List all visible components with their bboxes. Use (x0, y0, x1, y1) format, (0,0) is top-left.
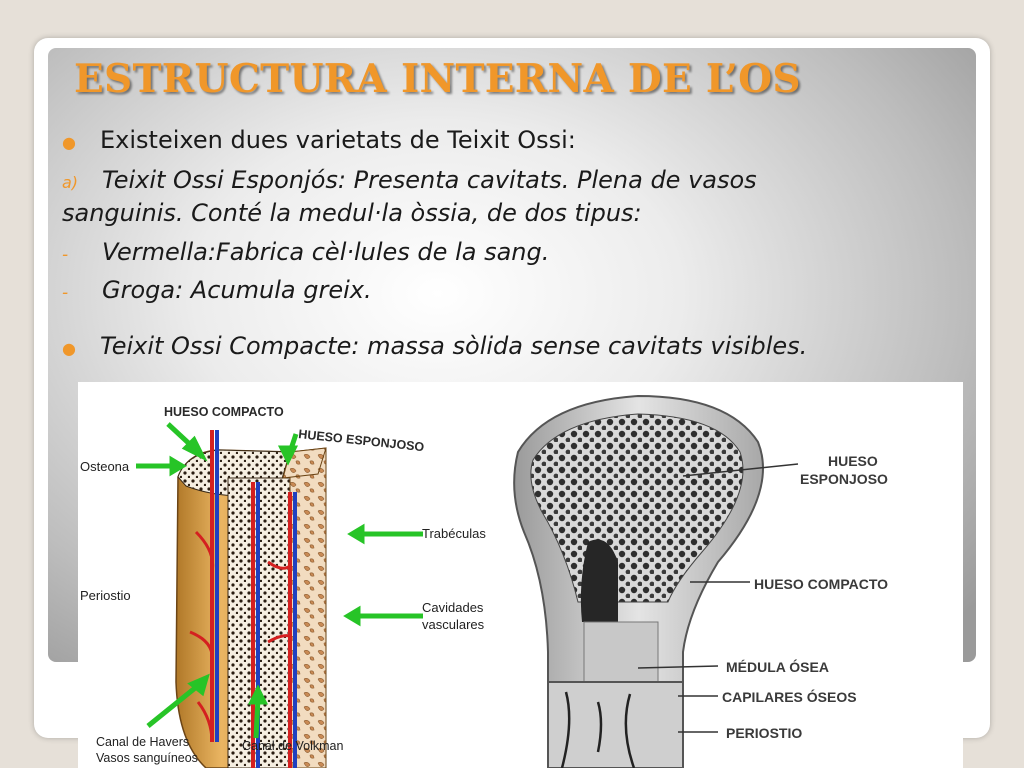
label-vasculares: vasculares (422, 617, 485, 632)
bullet-line-1: ● Existeixen dues varietats de Teixit Oss… (62, 126, 576, 154)
item-a-continuation: sanguinis. Conté la medul·la òssia, de d… (62, 199, 642, 227)
label-medula-osea: MÉDULA ÓSEA (726, 658, 829, 675)
label-periostio-left: Periostio (80, 588, 131, 603)
compact-bone-section (175, 430, 327, 768)
bullet-text-1: Existeixen dues varietats de Teixit Ossi… (100, 126, 576, 154)
label-cavidades: Cavidades (422, 600, 484, 615)
bullet-dot-icon: ● (62, 339, 76, 358)
item-a-line: a) Teixit Ossi Esponjós: Presenta cavitat… (62, 166, 757, 194)
item-a-text: Teixit Ossi Esponjós: Presenta cavitats.… (102, 166, 757, 194)
dash-text-groga: Groga: Acumula greix. (102, 276, 372, 304)
label-hueso-compacto-right: HUESO COMPACTO (754, 576, 888, 592)
left-arrows (136, 422, 423, 739)
bullet-text-compacte: Teixit Ossi Compacte: massa sòlida sense… (100, 332, 808, 360)
item-a-marker: a) (62, 173, 79, 192)
label-periostio-right: PERIOSTIO (726, 725, 802, 741)
label-canal-havers: Canal de Havers (96, 735, 189, 749)
slide-title: ESTRUCTURA INTERNA DE L’OS (74, 56, 801, 102)
dash-marker-2: - (62, 283, 69, 303)
dash-line-groga: - Groga: Acumula greix. (62, 276, 372, 304)
bone-diagrams-svg: HUESO COMPACTO HUESO ESPONJOSO Osteona P… (80, 394, 888, 768)
label-osteona: Osteona (80, 459, 130, 474)
bone-illustration: HUESO COMPACTO HUESO ESPONJOSO Osteona P… (78, 382, 963, 768)
femur-head-section (513, 394, 764, 768)
label-esponjoso: ESPONJOSO (800, 471, 888, 487)
dash-marker-1: - (62, 245, 69, 265)
bullet-line-compacte: ● Teixit Ossi Compacte: massa sòlida sens… (62, 332, 807, 360)
label-hueso: HUESO (828, 453, 878, 469)
right-leader-lines (637, 463, 799, 733)
bullet-dot-icon: ● (62, 133, 76, 152)
label-capilares-oseos: CAPILARES ÓSEOS (722, 688, 857, 705)
dash-line-vermella: - Vermella:Fabrica cèl·lules de la sang. (62, 238, 549, 266)
label-hueso-compacto-left: HUESO COMPACTO (164, 405, 284, 419)
dash-text-vermella: Vermella:Fabrica cèl·lules de la sang. (102, 238, 550, 266)
label-canal-volkman: Canal de Volkman (242, 739, 344, 753)
label-trabeculas: Trabéculas (422, 526, 486, 541)
label-vasos-sanguineos: Vasos sanguíneos (96, 751, 198, 765)
